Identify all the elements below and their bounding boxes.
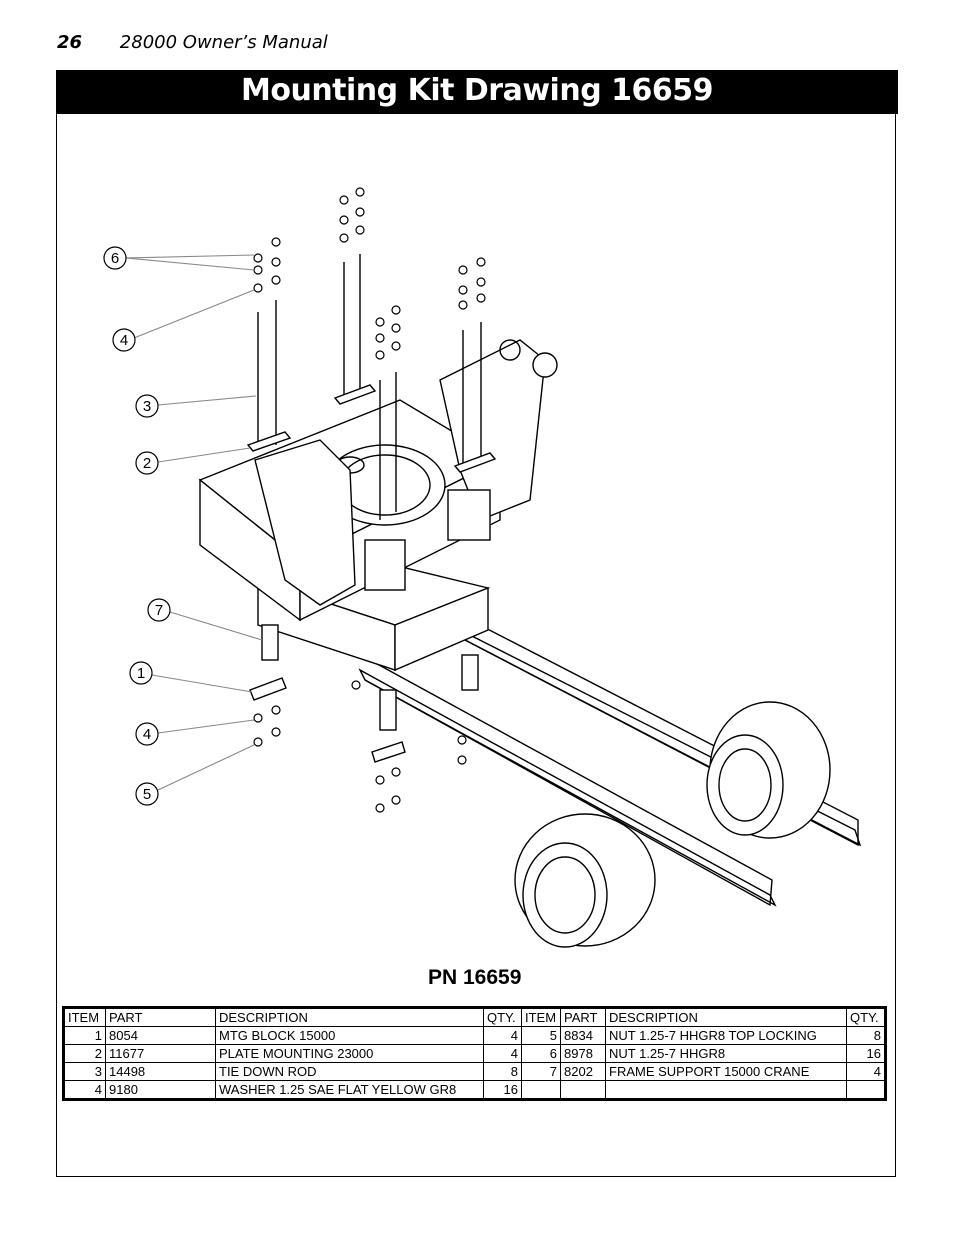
item-cell xyxy=(521,1080,561,1099)
table-row: 2 11677 PLATE MOUNTING 23000 4 6 8978 NU… xyxy=(64,1044,885,1063)
section-banner: Mounting Kit Drawing 16659 xyxy=(56,70,898,114)
callout-5: 5 xyxy=(143,786,151,803)
callout-4-lower: 4 xyxy=(143,726,151,743)
table-row: 3 14498 TIE DOWN ROD 8 7 8202 FRAME SUPP… xyxy=(64,1062,885,1081)
part-cell: 11677 xyxy=(105,1044,216,1063)
qty-cell: 8 xyxy=(483,1062,522,1081)
item-cell: 4 xyxy=(64,1080,106,1099)
part-cell: 9180 xyxy=(105,1080,216,1099)
qty-cell: 16 xyxy=(846,1044,885,1063)
part-cell: 8202 xyxy=(560,1062,606,1081)
part-cell: 8834 xyxy=(560,1026,606,1045)
col-header: QTY. xyxy=(846,1008,885,1027)
page-header: 26 28000 Owner’s Manual xyxy=(57,32,328,53)
description-cell: PLATE MOUNTING 23000 xyxy=(215,1044,484,1063)
description-cell xyxy=(605,1080,847,1099)
drawing-frame xyxy=(56,113,896,1177)
part-cell: 8054 xyxy=(105,1026,216,1045)
callout-4-upper: 4 xyxy=(120,332,128,349)
col-header: DESCRIPTION xyxy=(215,1008,484,1027)
item-cell: 2 xyxy=(64,1044,106,1063)
item-cell: 1 xyxy=(64,1026,106,1045)
qty-cell xyxy=(846,1080,885,1099)
part-number-label: PN 16659 xyxy=(428,966,522,989)
callout-6: 6 xyxy=(111,250,119,267)
table-row: 4 9180 WASHER 1.25 SAE FLAT YELLOW GR8 1… xyxy=(64,1080,885,1099)
col-header: ITEM xyxy=(521,1008,561,1027)
item-cell: 6 xyxy=(521,1044,561,1063)
part-cell xyxy=(560,1080,606,1099)
qty-cell: 16 xyxy=(483,1080,522,1099)
description-cell: WASHER 1.25 SAE FLAT YELLOW GR8 xyxy=(215,1080,484,1099)
callout-2: 2 xyxy=(143,455,151,472)
callout-7: 7 xyxy=(155,602,163,619)
part-cell: 8978 xyxy=(560,1044,606,1063)
col-header: PART xyxy=(105,1008,216,1027)
item-cell: 5 xyxy=(521,1026,561,1045)
table-row: 1 8054 MTG BLOCK 15000 4 5 8834 NUT 1.25… xyxy=(64,1026,885,1045)
manual-title: 28000 Owner’s Manual xyxy=(119,32,328,53)
description-cell: NUT 1.25-7 HHGR8 TOP LOCKING xyxy=(605,1026,847,1045)
item-cell: 3 xyxy=(64,1062,106,1081)
description-cell: FRAME SUPPORT 15000 CRANE xyxy=(605,1062,847,1081)
description-cell: NUT 1.25-7 HHGR8 xyxy=(605,1044,847,1063)
page-number: 26 xyxy=(57,32,83,53)
col-header: DESCRIPTION xyxy=(605,1008,847,1027)
part-cell: 14498 xyxy=(105,1062,216,1081)
description-cell: MTG BLOCK 15000 xyxy=(215,1026,484,1045)
exploded-assembly-drawing: 6 4 3 2 7 1 4 5 xyxy=(103,187,862,948)
parts-table: ITEM PART DESCRIPTION QTY. ITEM PART DES… xyxy=(62,1006,887,1101)
callout-1: 1 xyxy=(137,665,145,682)
qty-cell: 8 xyxy=(846,1026,885,1045)
col-header: QTY. xyxy=(483,1008,522,1027)
col-header: ITEM xyxy=(64,1008,106,1027)
qty-cell: 4 xyxy=(483,1044,522,1063)
callout-3: 3 xyxy=(143,398,151,415)
col-header: PART xyxy=(560,1008,606,1027)
qty-cell: 4 xyxy=(483,1026,522,1045)
qty-cell: 4 xyxy=(846,1062,885,1081)
item-cell: 7 xyxy=(521,1062,561,1081)
parts-table-header: ITEM PART DESCRIPTION QTY. ITEM PART DES… xyxy=(64,1008,885,1027)
description-cell: TIE DOWN ROD xyxy=(215,1062,484,1081)
